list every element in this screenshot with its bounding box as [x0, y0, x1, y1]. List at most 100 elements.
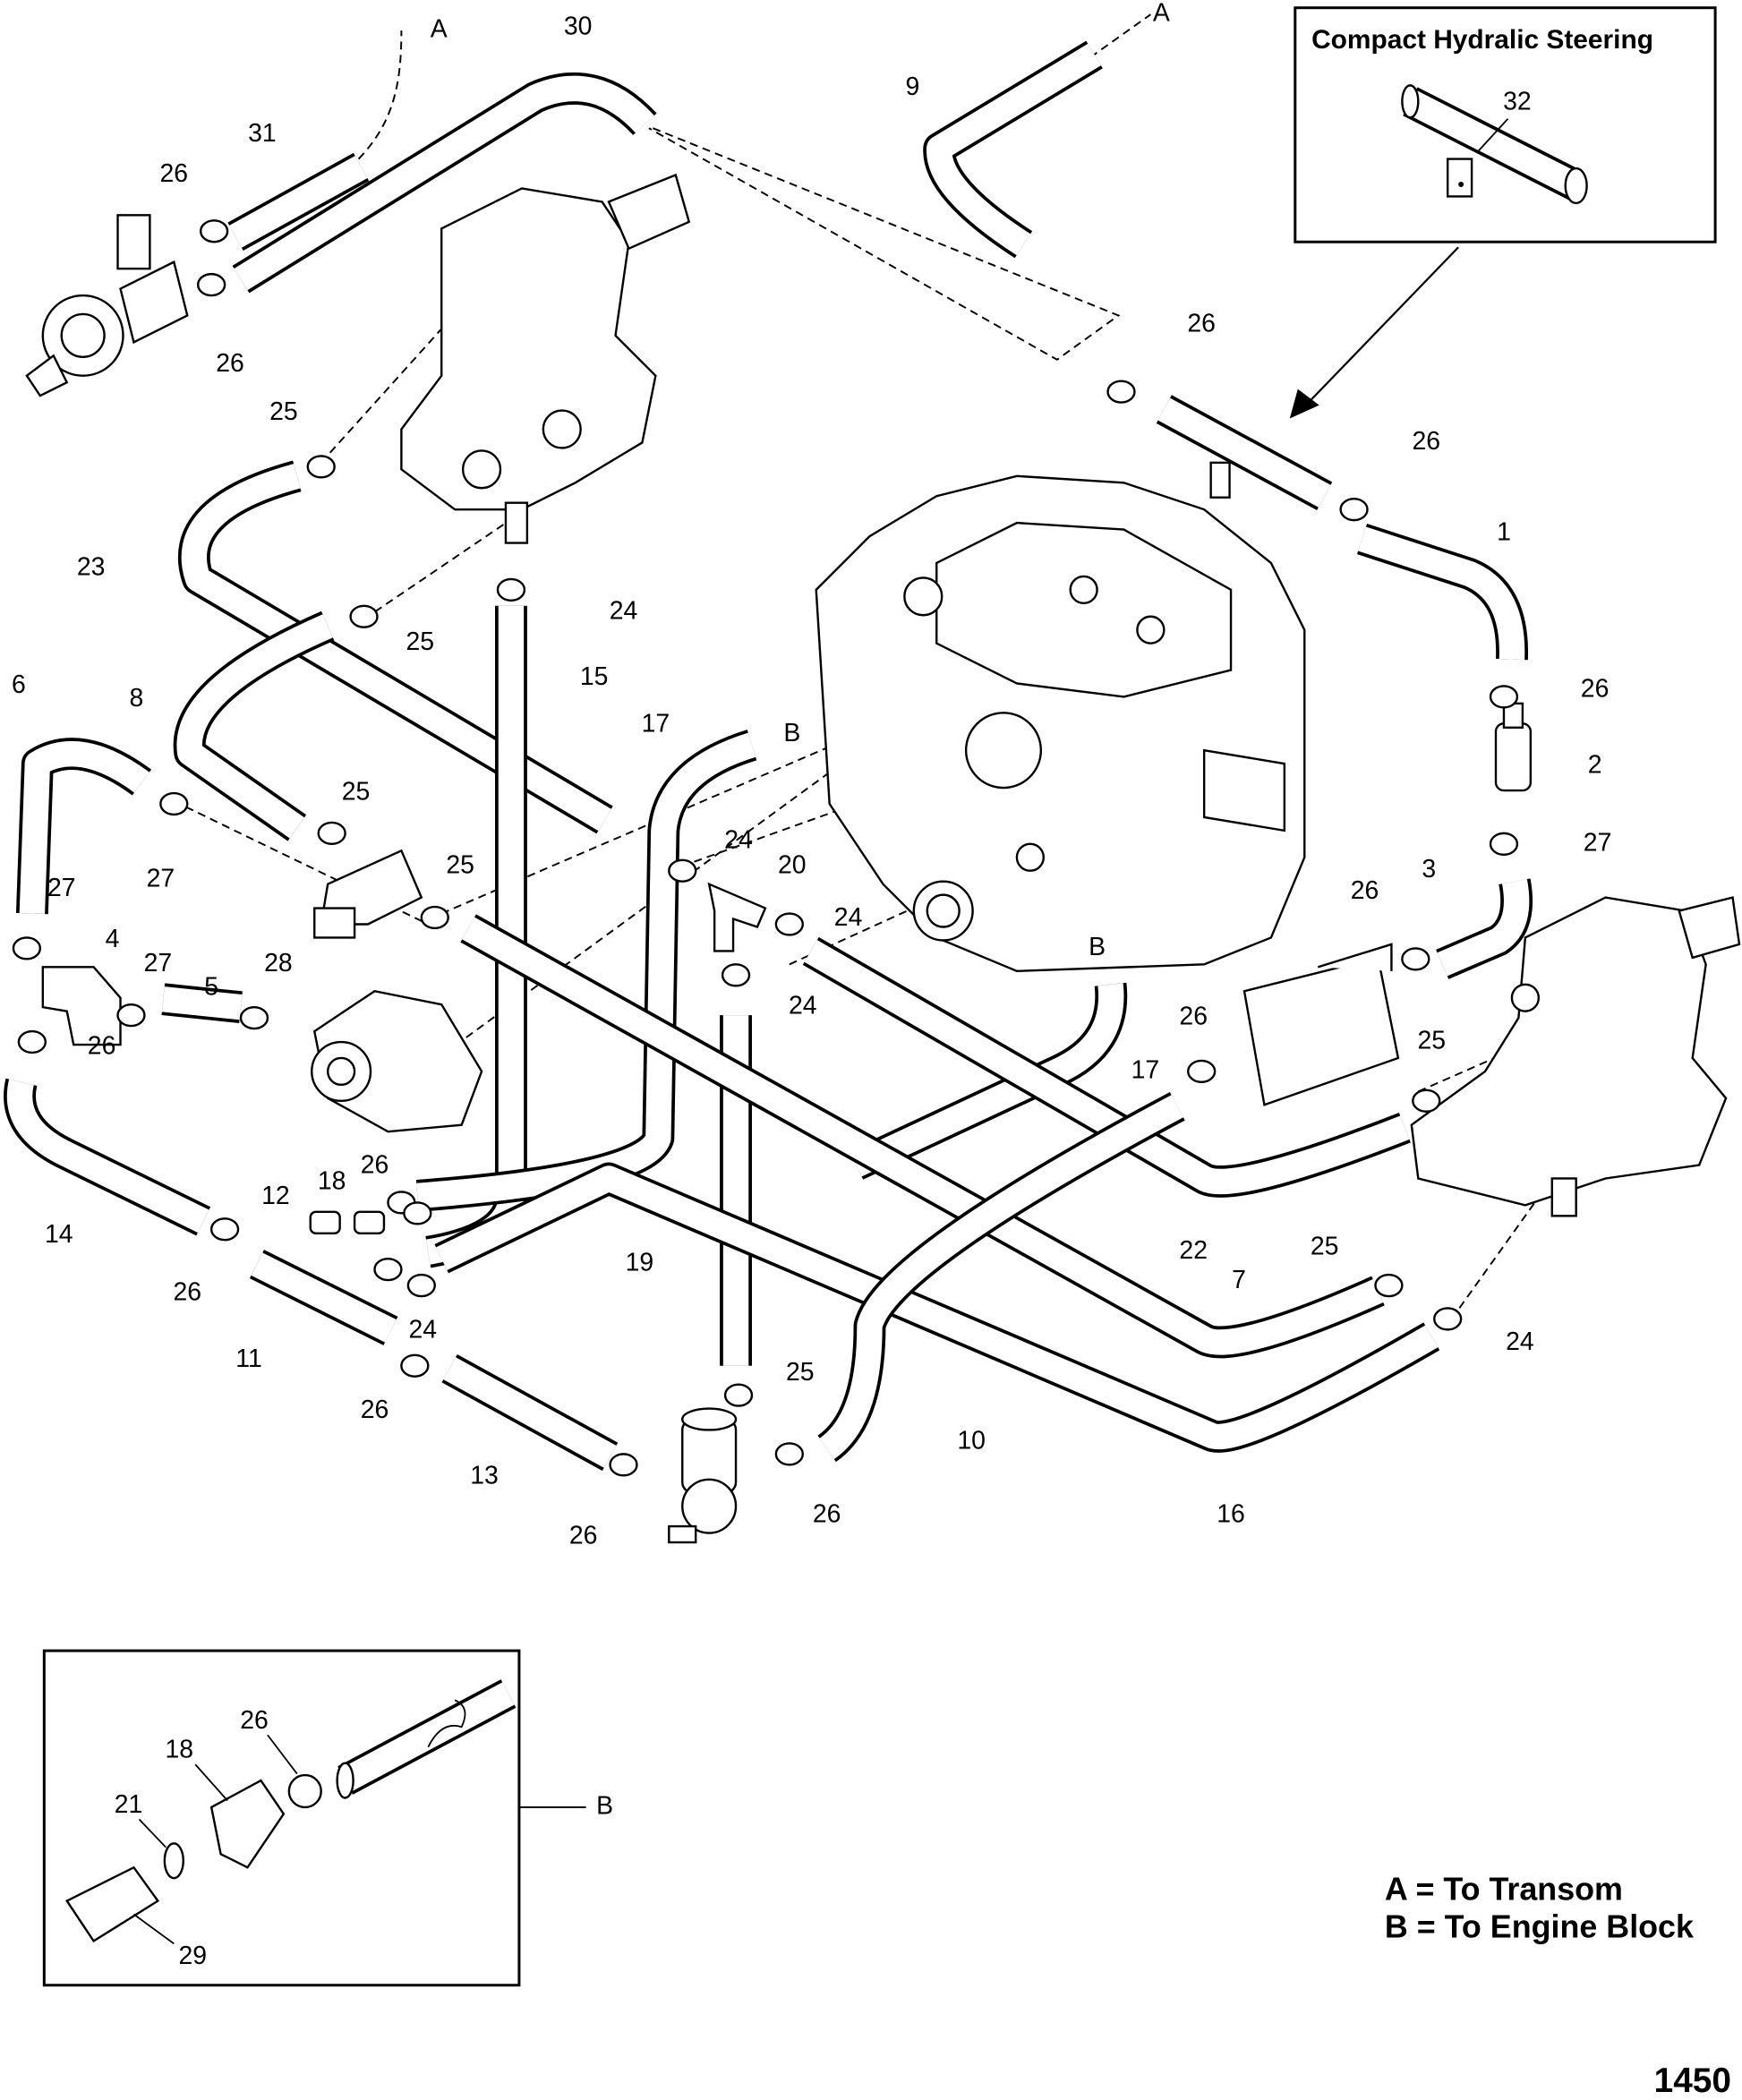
callout-4: 4	[106, 925, 120, 953]
hose-clamp	[1401, 947, 1430, 971]
hose-clamp	[403, 1201, 432, 1225]
legend-b: B = To Engine Block	[1385, 1908, 1694, 1944]
callout-14: 14	[45, 1220, 73, 1249]
callout-24: 24	[1506, 1327, 1534, 1356]
hose-clamp	[723, 1383, 754, 1407]
hose-13	[441, 1354, 619, 1472]
hose-clamp	[209, 1217, 240, 1242]
callout-5: 5	[204, 973, 218, 1002]
inset-title: Compact Hydralic Steering	[1311, 25, 1653, 55]
callout-18: 18	[318, 1166, 346, 1195]
hose-31	[227, 152, 370, 251]
callout-25: 25	[1417, 1027, 1446, 1055]
hose-clamp	[1339, 498, 1369, 522]
hose-clamp	[239, 1005, 269, 1030]
figure-number: 1450	[1654, 2062, 1731, 2100]
callout-12: 12	[261, 1182, 290, 1210]
hose-clamp	[420, 905, 449, 930]
seawater-pump	[25, 214, 189, 397]
hose-6	[15, 738, 152, 915]
hose-clamp	[1374, 1273, 1404, 1298]
callout-13: 13	[470, 1461, 499, 1490]
callout-27: 27	[1584, 828, 1612, 857]
callout-A: A	[431, 15, 448, 44]
callout-1: 1	[1497, 518, 1511, 547]
hose-clamp	[199, 219, 229, 243]
thermostat-housing	[313, 849, 423, 939]
hose-14	[4, 1078, 211, 1236]
hose-clamp	[406, 1273, 436, 1298]
hose-clamp	[373, 1257, 403, 1282]
arrow-head-icon	[1289, 388, 1319, 419]
hose-clamps	[12, 219, 1519, 1477]
hose-7	[460, 914, 1385, 1359]
hose-clamp	[1433, 1307, 1463, 1331]
hose-5	[161, 983, 243, 1024]
callout-26: 26	[160, 159, 189, 188]
fitting-18-inset	[209, 1779, 286, 1869]
hose-clamp	[400, 1353, 430, 1378]
compact-steering-inset: Compact Hydralic Steering 32	[1294, 6, 1717, 243]
hose-clamp	[1489, 832, 1519, 856]
callout-16: 16	[1217, 1500, 1245, 1529]
callout-26: 26	[1581, 674, 1610, 703]
callout-18-inset: 18	[165, 1736, 193, 1764]
hose-1	[1356, 523, 1528, 661]
callout-2: 2	[1588, 751, 1602, 780]
hose-clamp	[496, 577, 526, 602]
callout-3: 3	[1422, 855, 1436, 884]
callout-21-inset: 21	[115, 1790, 143, 1819]
hose-clamp	[197, 272, 226, 297]
hose-clamp	[17, 1029, 47, 1054]
callout-24: 24	[789, 992, 817, 1020]
callout-11: 11	[235, 1345, 261, 1373]
hose-clamp	[1106, 380, 1136, 404]
callout-B: B	[1089, 933, 1106, 961]
callout-26: 26	[216, 349, 244, 378]
callout-29-inset: 29	[178, 1942, 207, 1970]
clamp-26-inset	[287, 1773, 322, 1809]
hose-clamp	[349, 604, 379, 628]
hose-clamp	[1187, 1059, 1217, 1084]
hose-3	[1436, 878, 1533, 979]
hose-clamp	[116, 1003, 146, 1028]
callout-26: 26	[361, 1396, 389, 1424]
elbow-4	[41, 966, 122, 1046]
callout-31: 31	[248, 119, 277, 148]
callout-25: 25	[342, 778, 371, 807]
steering-tube-part	[1401, 84, 1588, 205]
adapter-29-inset	[64, 1865, 160, 1943]
hose-11	[249, 1250, 398, 1345]
callout-26: 26	[361, 1151, 389, 1180]
hose-8	[173, 610, 335, 841]
hose-10	[816, 1091, 1185, 1463]
callout-15: 15	[580, 662, 609, 691]
hose-17b	[849, 982, 1128, 1180]
hoses	[4, 40, 1533, 1472]
callout-26: 26	[1412, 427, 1440, 456]
inset-b: 26 18 21 29 B	[42, 1649, 613, 1987]
hose-22	[802, 936, 1411, 1198]
callout-B: B	[783, 719, 800, 747]
engine-block	[815, 474, 1306, 973]
callout-27: 27	[47, 874, 76, 902]
callout-23: 23	[77, 552, 106, 581]
callout-17: 17	[1131, 1055, 1160, 1084]
callout-26: 26	[1351, 876, 1379, 905]
callout-25: 25	[1311, 1233, 1339, 1261]
steering-tube-main	[1156, 395, 1333, 510]
callout-26: 26	[1187, 309, 1216, 337]
circulating-pump	[311, 989, 483, 1133]
hose-clamp	[12, 936, 42, 960]
hose-clamp	[1489, 685, 1519, 709]
callout-26: 26	[813, 1500, 841, 1529]
callout-32: 32	[1503, 87, 1532, 115]
hose-clamp	[317, 821, 346, 846]
callout-24: 24	[610, 597, 638, 626]
inset-b-ref: B	[596, 1791, 613, 1820]
steering-cooler	[1242, 943, 1400, 1106]
callout-26: 26	[173, 1278, 201, 1307]
callout-27: 27	[147, 865, 175, 893]
